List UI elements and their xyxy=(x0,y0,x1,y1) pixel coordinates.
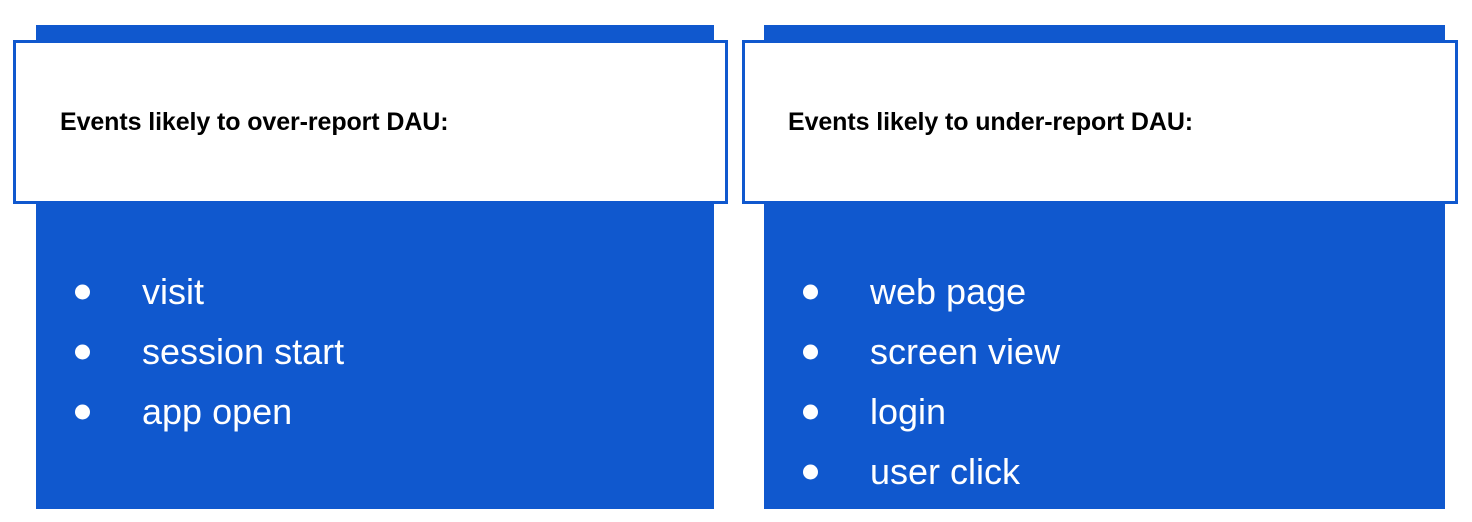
panel-under-report: Events likely to under-report DAU: web p… xyxy=(728,0,1472,522)
list-item-label: session start xyxy=(142,331,345,372)
list-item-label: visit xyxy=(142,271,204,312)
panel-title-under-report: Events likely to under-report DAU: xyxy=(788,107,1193,136)
bullet-dot-icon xyxy=(803,464,818,480)
bullet-dot-icon xyxy=(803,344,818,360)
bullet-dot-icon xyxy=(803,404,818,420)
bullet-dot-icon xyxy=(803,284,818,300)
list-item: login xyxy=(764,382,1445,442)
bullet-list-over-report: visit session start app open xyxy=(36,262,714,442)
list-item: session start xyxy=(36,322,714,382)
list-item-label: user click xyxy=(870,451,1021,492)
bullet-dot-icon xyxy=(75,344,90,360)
panel-over-report: Events likely to over-report DAU: visit … xyxy=(13,25,728,509)
list-item-label: login xyxy=(870,391,947,432)
list-item: user click xyxy=(764,442,1445,502)
panel-header-under-report: Events likely to under-report DAU: xyxy=(742,40,1458,204)
list-item: web page xyxy=(764,262,1445,322)
list-item-label: screen view xyxy=(870,331,1061,372)
bullet-dot-icon xyxy=(75,284,90,300)
bullet-dot-icon xyxy=(75,404,90,420)
bullet-list-under-report: web page screen view login user click xyxy=(764,262,1445,502)
panel-header-over-report: Events likely to over-report DAU: xyxy=(13,40,728,204)
panel-title-over-report: Events likely to over-report DAU: xyxy=(60,107,449,136)
list-item: screen view xyxy=(764,322,1445,382)
list-item-label: app open xyxy=(142,391,293,432)
list-item-label: web page xyxy=(870,271,1027,312)
list-item: visit xyxy=(36,262,714,322)
list-item: app open xyxy=(36,382,714,442)
